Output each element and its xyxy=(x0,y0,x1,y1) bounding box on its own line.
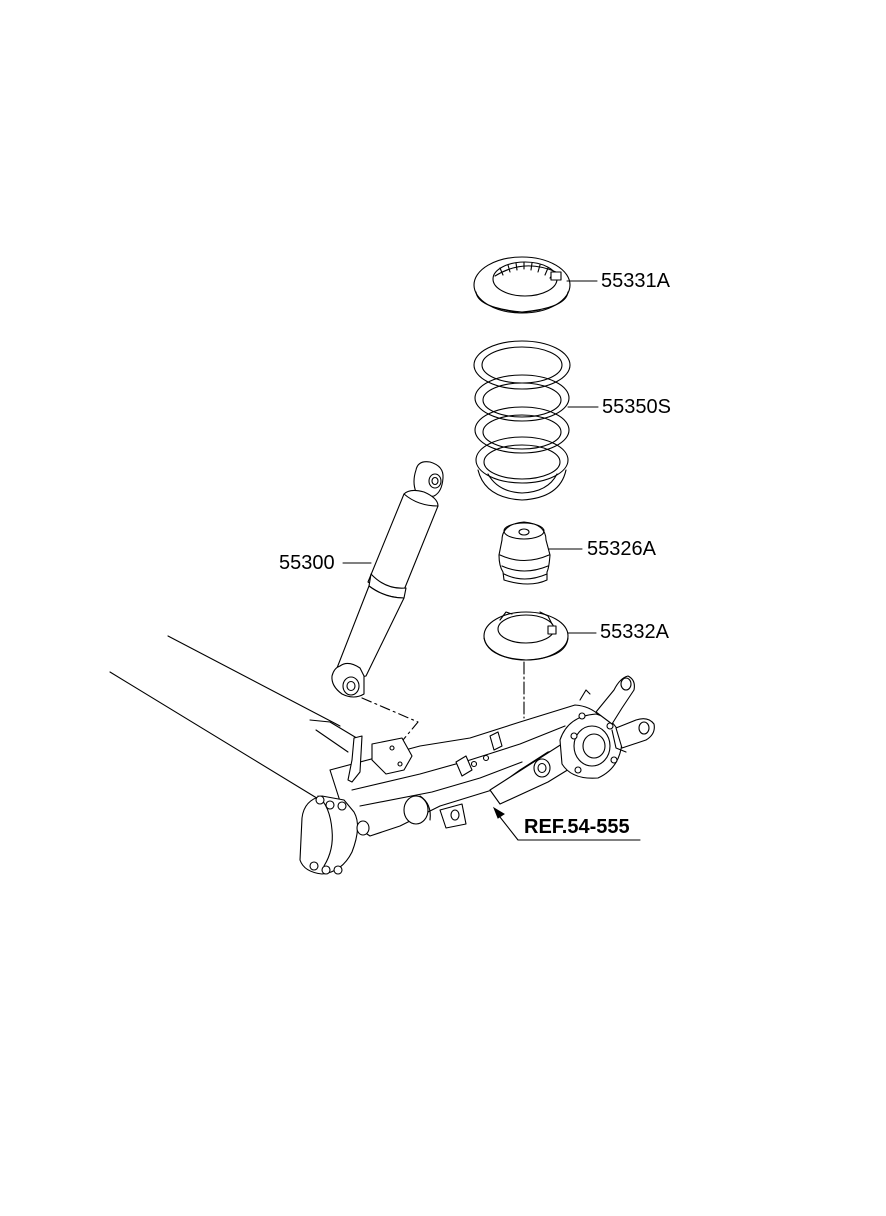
part-label-bump-stopper: 55326A xyxy=(587,538,656,560)
coil-spring-drawing xyxy=(473,340,599,501)
reference-label: REF.54-555 xyxy=(524,816,630,838)
installation-lines xyxy=(361,661,525,747)
torsion-beam-axle-drawing xyxy=(109,635,655,875)
part-label-upper-spring-pad: 55331A xyxy=(601,270,670,292)
part-label-lower-spring-pad: 55332A xyxy=(600,621,669,643)
part-label-coil-spring: 55350S xyxy=(602,396,671,418)
bump-stopper-drawing xyxy=(498,521,583,585)
part-label-shock-absorber: 55300 xyxy=(279,552,335,574)
shock-absorber-drawing xyxy=(331,461,444,698)
reference-leader xyxy=(492,806,641,841)
upper-spring-pad-drawing xyxy=(473,256,598,314)
lower-spring-pad-drawing xyxy=(483,611,597,661)
